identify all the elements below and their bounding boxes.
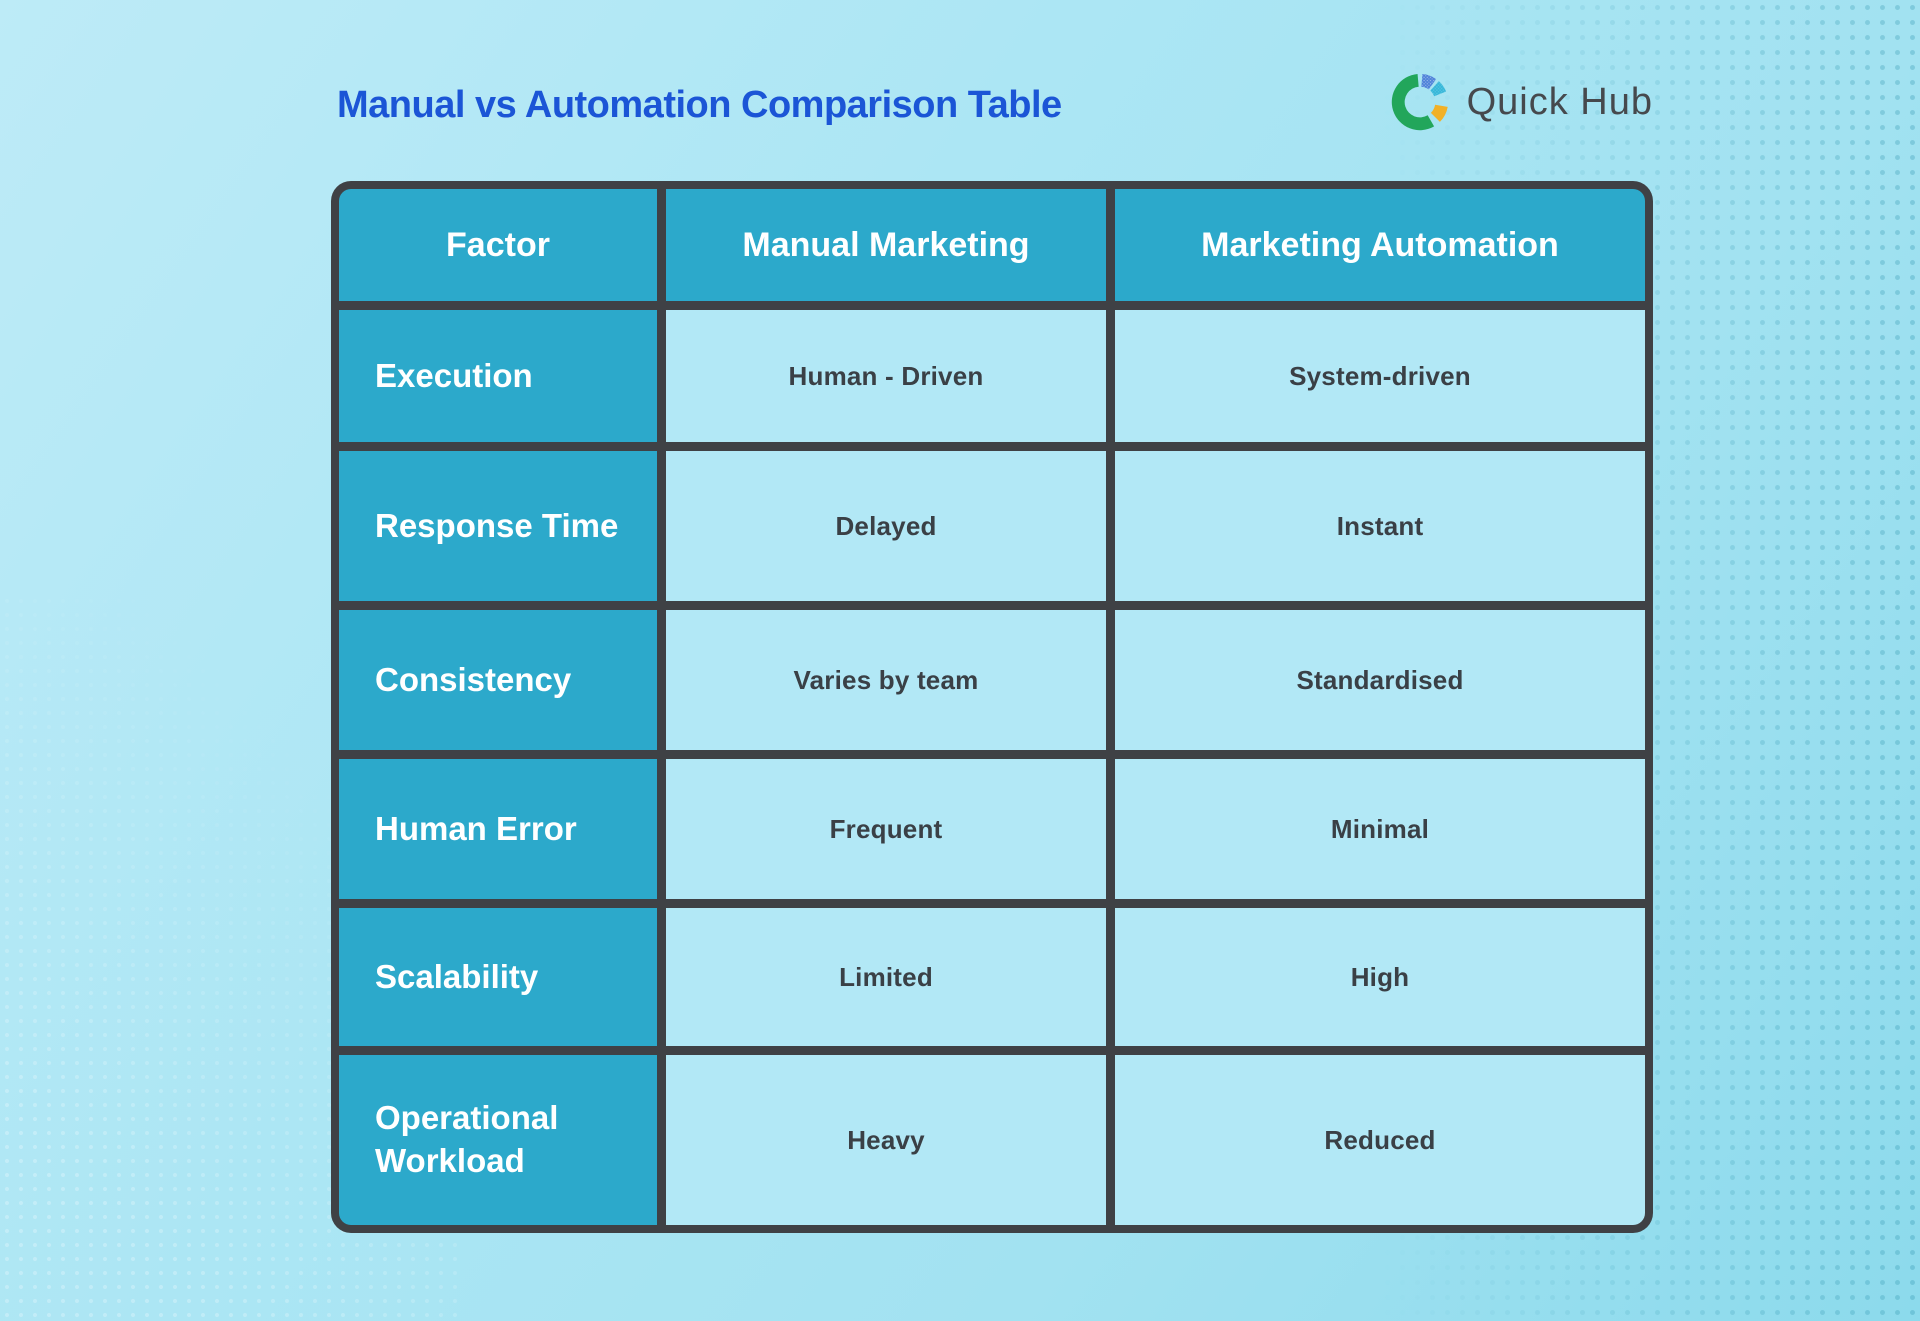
table-cell: Varies by team [666,610,1106,750]
table-cell: Delayed [666,451,1106,601]
logo-yellow-segment [1430,104,1448,122]
column-header-automation: Marketing Automation [1115,189,1645,301]
brand-logo: Quick Hub [1388,70,1653,134]
table-cell: Heavy [666,1055,1106,1225]
table-cell: Limited [666,908,1106,1046]
table-cell: Frequent [666,759,1106,899]
brand-name: Quick Hub [1466,80,1653,123]
page-title: Manual vs Automation Comparison Table [337,84,1062,126]
row-header-response-time: Response Time [339,451,657,601]
table-cell: Human - Driven [666,310,1106,442]
column-header-factor: Factor [339,189,657,301]
logo-green-arc [1391,73,1434,131]
row-header-consistency: Consistency [339,610,657,750]
logo-teal-segment-dots [1429,81,1446,97]
row-header-execution: Execution [339,310,657,442]
table-cell: Minimal [1115,759,1645,899]
comparison-table: Factor Manual Marketing Marketing Automa… [331,181,1653,1233]
quickhub-donut-icon [1391,73,1448,131]
table-cell: Standardised [1115,610,1645,750]
table-cell: Reduced [1115,1055,1645,1225]
row-header-human-error: Human Error [339,759,657,899]
table-cell: System-driven [1115,310,1645,442]
column-header-manual: Manual Marketing [666,189,1106,301]
row-header-operational-workload: Operational Workload [339,1055,657,1225]
table-cell: High [1115,908,1645,1046]
table-cell: Instant [1115,451,1645,601]
row-header-scalability: Scalability [339,908,657,1046]
logo-blue-segment-dots [1420,73,1436,90]
